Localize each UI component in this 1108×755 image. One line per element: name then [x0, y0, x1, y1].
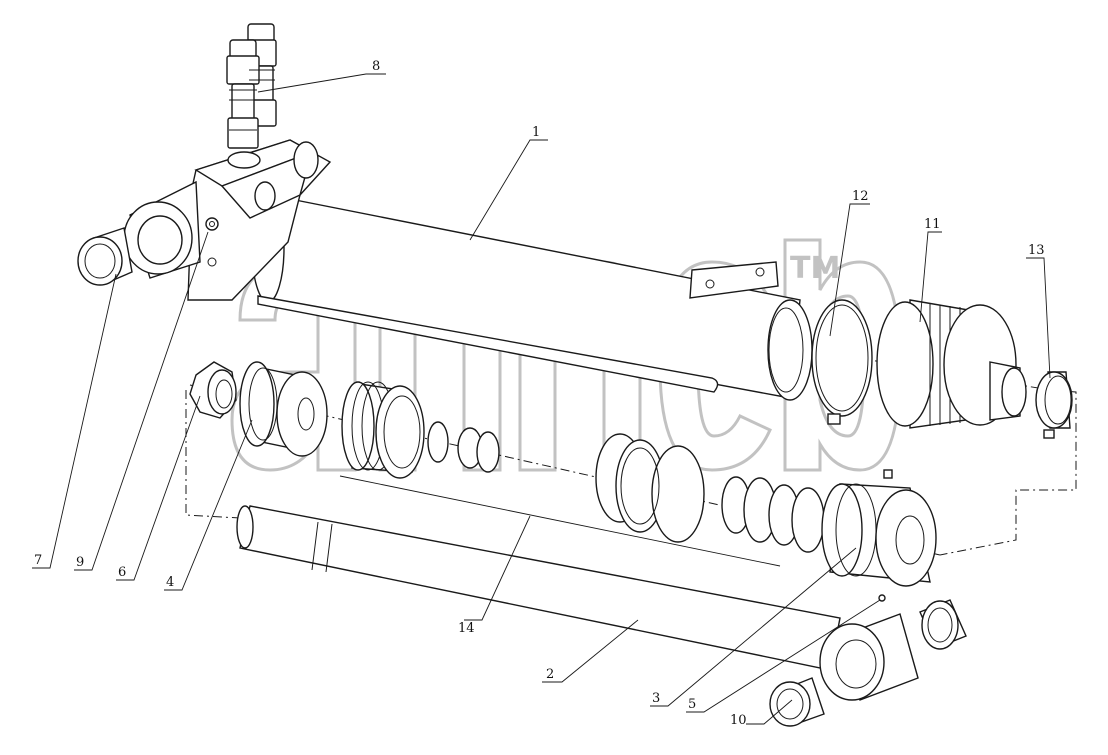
leader-lines	[32, 73, 1051, 725]
nut-part-6	[189, 361, 237, 419]
callout-labels: 1 2 3 4 5 6 7 8 9 10 11 12 13 14	[34, 59, 1045, 728]
gland-part-4	[239, 361, 328, 457]
callout-13: 13	[1028, 243, 1045, 258]
ring-part-12	[811, 299, 873, 425]
callout-10: 10	[730, 713, 747, 728]
seal-pack	[341, 381, 500, 479]
callout-3: 3	[652, 691, 660, 706]
callout-12: 12	[852, 189, 869, 204]
callout-1: 1	[532, 125, 540, 140]
clip-part-13	[1035, 371, 1073, 439]
piston-part-3	[821, 469, 937, 587]
callout-2: 2	[546, 667, 554, 682]
callout-11: 11	[924, 217, 941, 232]
cylinder-part-1	[123, 139, 813, 401]
cap-part-11	[876, 299, 1027, 429]
callout-5: 5	[688, 697, 696, 712]
callout-4: 4	[166, 575, 174, 590]
callout-14: 14	[458, 621, 475, 636]
callout-8: 8	[372, 59, 380, 74]
callout-9: 9	[76, 555, 84, 570]
rod-eye	[819, 594, 967, 701]
callout-7: 7	[34, 553, 42, 568]
bushing-part-7	[77, 227, 133, 286]
fitting-part-8	[226, 23, 277, 149]
o-rings	[595, 433, 705, 543]
bushing-part-10	[769, 677, 825, 727]
trademark-mark: TM	[790, 251, 840, 286]
piston-rings	[721, 476, 825, 553]
callout-6: 6	[118, 565, 126, 580]
